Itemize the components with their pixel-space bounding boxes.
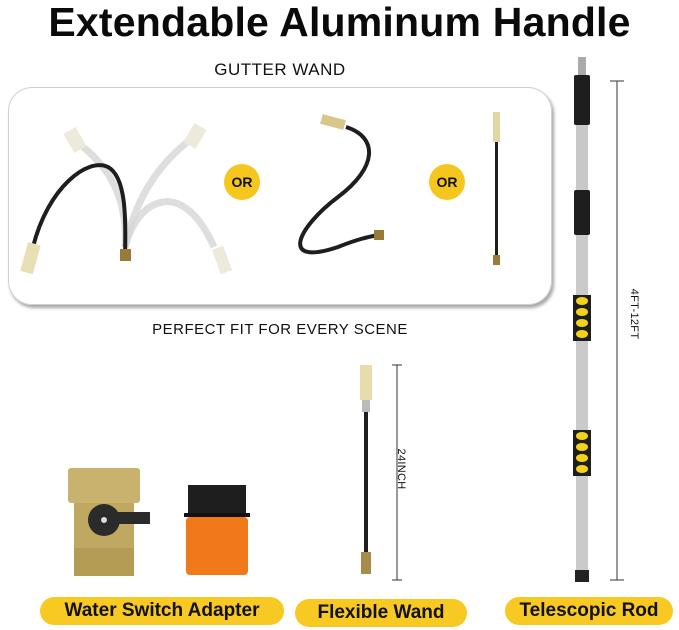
gutter-wand-illustrations (20, 112, 500, 275)
perfect-fit-caption: PERFECT FIT FOR EVERY SCENE (152, 321, 408, 338)
telescopic-rod-label: Telescopic Rod (505, 597, 673, 625)
gutter-wand-panel: OR OR (8, 87, 552, 305)
page-title: Extendable Aluminum Handle (48, 0, 631, 45)
wand-length-label: 24INCH (395, 448, 407, 490)
or-badge-1: OR (224, 164, 260, 200)
telescopic-rod-image (573, 57, 624, 582)
or-badge-2: OR (429, 164, 465, 200)
water-switch-adapter-image (68, 468, 250, 576)
flexible-wand-image (360, 364, 402, 581)
water-switch-adapter-label: Water Switch Adapter (40, 597, 284, 625)
flexible-wand-label: Flexible Wand (295, 599, 467, 627)
gutter-wand-heading: GUTTER WAND (214, 60, 346, 79)
rod-length-label: 4FT-12FT (628, 288, 640, 340)
